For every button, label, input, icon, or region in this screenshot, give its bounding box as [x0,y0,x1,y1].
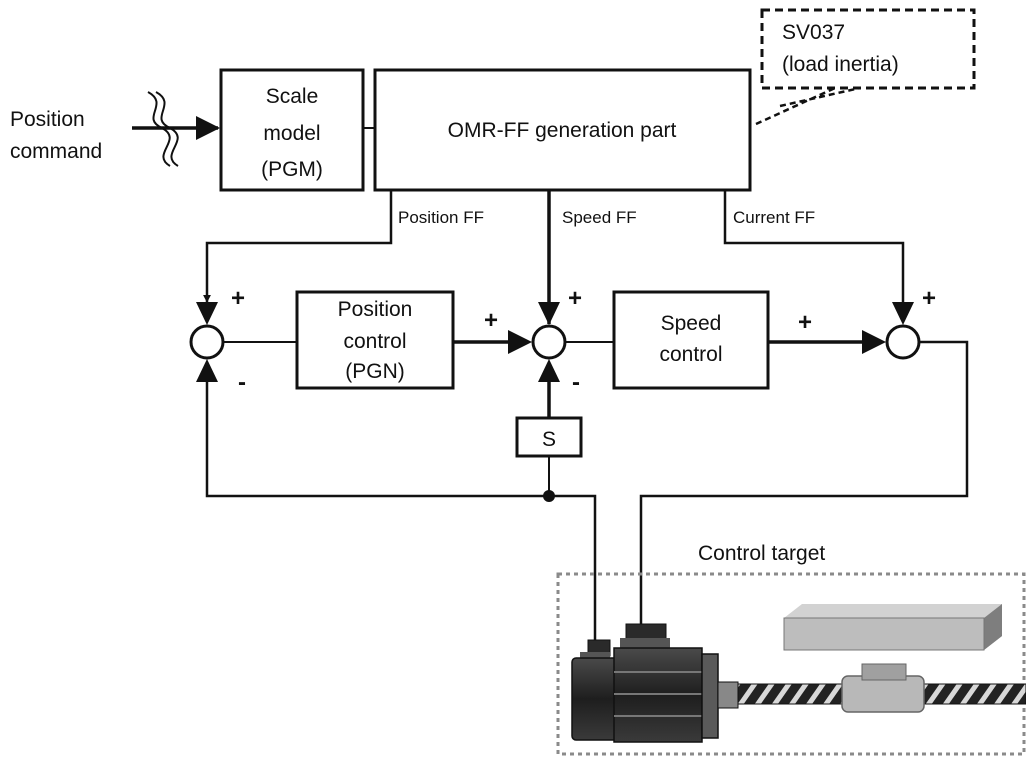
position-command-line1: Position [10,108,85,131]
summing-junction-3 [885,324,921,360]
sum2-bottom-sign: - [572,369,580,396]
current-ff-line [723,190,914,325]
position-command-line2: command [10,140,102,163]
speed-control-line1: Speed [661,312,722,335]
servo-motor-image [571,623,739,743]
position-ff-line [203,190,393,303]
sum1-top-sign: + [231,285,245,312]
sum3-left-sign: + [798,309,812,336]
control-target-label: Control target [698,542,825,565]
summing-junction-2 [531,324,567,360]
position-feedback-line [196,359,597,640]
position-command-arrow [132,91,220,167]
omr-ff-generation-block: OMR-FF generation part [373,68,752,192]
scale-model-block: Scale model (PGM) [219,68,365,192]
speed-control-block: Speed control [612,290,770,390]
summing-junction-1 [189,324,225,360]
sum2-left-sign: + [484,307,498,334]
sum2-top-sign: + [568,285,582,312]
speed-ff-line [538,190,560,325]
sv037-note: SV037 (load inertia) [755,8,976,126]
position-control-line1: Position [338,298,413,321]
control-target-frame [556,572,1026,756]
scale-model-line3: (PGM) [261,158,323,181]
sv037-line1: SV037 [782,21,845,44]
s-block: S [515,416,583,458]
scale-model-line1: Scale [266,85,319,108]
s-block-label: S [542,428,556,451]
current-ff-label: Current FF [733,208,815,227]
sv037-line2: (load inertia) [782,53,899,76]
sum1-top-arrowhead [196,302,218,325]
pgn-to-sum2-arrow [453,330,532,354]
scale-model-line2: model [263,122,320,145]
speed-to-sum3-arrow [768,330,886,354]
break-mark-right [155,91,179,167]
position-control-line2: control [343,330,406,353]
sv037-callout [755,86,861,126]
omr-ff-label: OMR-FF generation part [448,119,677,142]
feedback-branch-dot [543,490,555,502]
sum3-top-sign: + [922,285,936,312]
speed-feedback-arrow [538,359,560,418]
position-command-label: Position command [10,108,102,163]
current-output-line [639,340,969,628]
break-mark-left [147,91,171,167]
speed-ff-label: Speed FF [562,208,637,227]
speed-control-line2: control [659,343,722,366]
sum1-bottom-sign: - [238,369,246,396]
position-control-block: Position control (PGN) [295,290,455,390]
machine-table-image [783,604,1002,713]
position-control-line3: (PGN) [345,360,405,383]
position-ff-label: Position FF [398,208,484,227]
